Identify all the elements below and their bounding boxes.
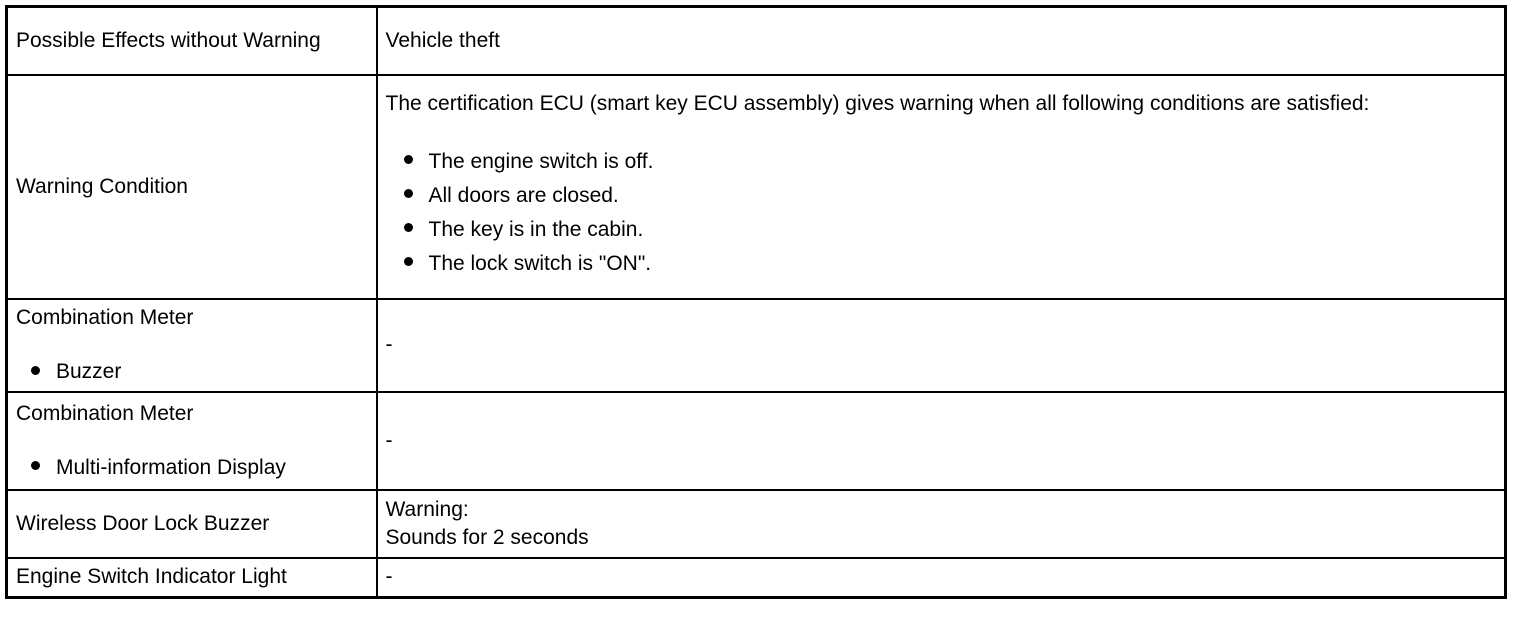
row-label: Combination Meter — [16, 401, 194, 425]
condition-item: The key is in the cabin. — [403, 216, 1497, 244]
row-value-cell: Vehicle theft — [375, 5, 1507, 76]
row-label: Possible Effects without Warning — [16, 28, 321, 52]
row-label: Combination Meter — [16, 306, 194, 329]
row-value-cell: Warning: Sounds for 2 seconds — [375, 488, 1507, 559]
condition-item: The lock switch is "ON". — [403, 250, 1497, 278]
row-label: Engine Switch Indicator Light — [16, 565, 287, 589]
row-value-line: Warning: — [385, 497, 469, 521]
bullet-icon — [31, 365, 40, 375]
row-value: - — [385, 565, 393, 589]
condition-text: The key is in the cabin. — [428, 217, 644, 241]
table-row-engine-switch-indicator-light: Engine Switch Indicator Light - — [5, 556, 1507, 599]
row-sub-item: Buzzer — [16, 358, 368, 386]
table-row-combination-meter-multi-information-display: Combination Meter Multi-information Disp… — [5, 390, 1507, 491]
condition-text: The lock switch is "ON". — [428, 251, 652, 275]
table-row-wireless-door-lock-buzzer: Wireless Door Lock Buzzer Warning: Sound… — [5, 488, 1507, 559]
row-label-cell: Combination Meter Multi-information Disp… — [5, 390, 378, 491]
row-label-cell: Engine Switch Indicator Light — [5, 556, 378, 599]
table-row-combination-meter-buzzer: Combination Meter Buzzer - — [5, 297, 1507, 393]
warning-condition-intro: The certification ECU (smart key ECU ass… — [385, 91, 1370, 115]
condition-item: All doors are closed. — [403, 182, 1497, 210]
bullet-icon — [403, 257, 413, 267]
bullet-icon — [403, 189, 413, 199]
condition-text: The engine switch is off. — [428, 149, 654, 173]
row-value-cell: - — [375, 556, 1507, 599]
row-sub-item-text: Buzzer — [56, 360, 122, 383]
bullet-icon — [31, 461, 40, 471]
row-label: Warning Condition — [16, 174, 188, 198]
row-value: - — [385, 428, 393, 452]
condition-text: All doors are closed. — [428, 183, 619, 207]
row-value-line: Sounds for 2 seconds — [385, 525, 589, 549]
bullet-icon — [403, 223, 413, 233]
row-sub-item-text: Multi-information Display — [56, 455, 286, 479]
bullet-icon — [403, 155, 413, 165]
row-value-cell: - — [375, 297, 1507, 393]
condition-item: The engine switch is off. — [403, 148, 1497, 176]
row-label-cell: Wireless Door Lock Buzzer — [5, 488, 378, 559]
row-value-cell: The certification ECU (smart key ECU ass… — [375, 73, 1507, 300]
table-row-possible-effects: Possible Effects without Warning Vehicle… — [5, 5, 1507, 76]
table-row-warning-condition: Warning Condition The certification ECU … — [5, 73, 1507, 300]
warning-specification-table: Possible Effects without Warning Vehicle… — [5, 5, 1507, 599]
row-label: Wireless Door Lock Buzzer — [16, 511, 270, 535]
row-label-cell: Warning Condition — [5, 73, 378, 300]
warning-condition-list: The engine switch is off. All doors are … — [386, 148, 1497, 278]
row-label-cell: Combination Meter Buzzer — [5, 297, 378, 393]
row-sub-item: Multi-information Display — [16, 454, 368, 482]
row-value-cell: - — [375, 390, 1507, 491]
row-value: Vehicle theft — [385, 28, 500, 52]
row-value: - — [385, 333, 393, 356]
row-label-cell: Possible Effects without Warning — [5, 5, 378, 76]
